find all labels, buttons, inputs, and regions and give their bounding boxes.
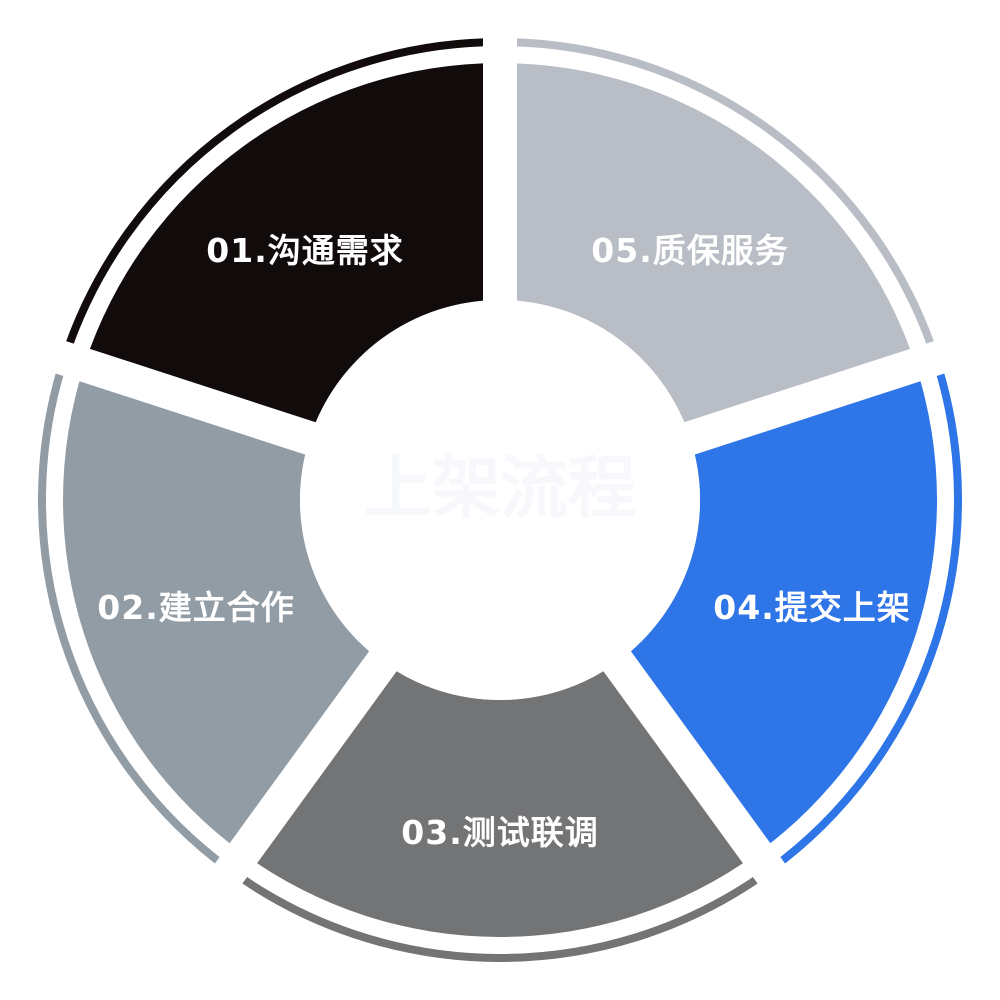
- step-outer-arc-01: [60, 38, 501, 360]
- step-segment-01: [84, 63, 500, 439]
- step-label-01: 01.沟通需求: [206, 231, 404, 270]
- step-outer-arc-04: [766, 357, 962, 874]
- step-segment-02: [63, 364, 383, 854]
- step-segment-03: [243, 661, 757, 937]
- step-outer-arc-03: [228, 867, 772, 962]
- step-label-02: 02.建立合作: [97, 588, 295, 627]
- step-label-04: 04.提交上架: [713, 588, 911, 627]
- center-circle: [300, 300, 700, 700]
- step-outer-arc-05: [499, 38, 940, 360]
- step-label-05: 05.质保服务: [591, 231, 789, 270]
- center-title: 上架流程: [363, 449, 637, 529]
- step-segment-04: [617, 364, 937, 854]
- step-outer-arc-02: [38, 357, 234, 874]
- step-label-03: 03.测试联调: [401, 813, 599, 852]
- step-segment-05: [500, 63, 916, 439]
